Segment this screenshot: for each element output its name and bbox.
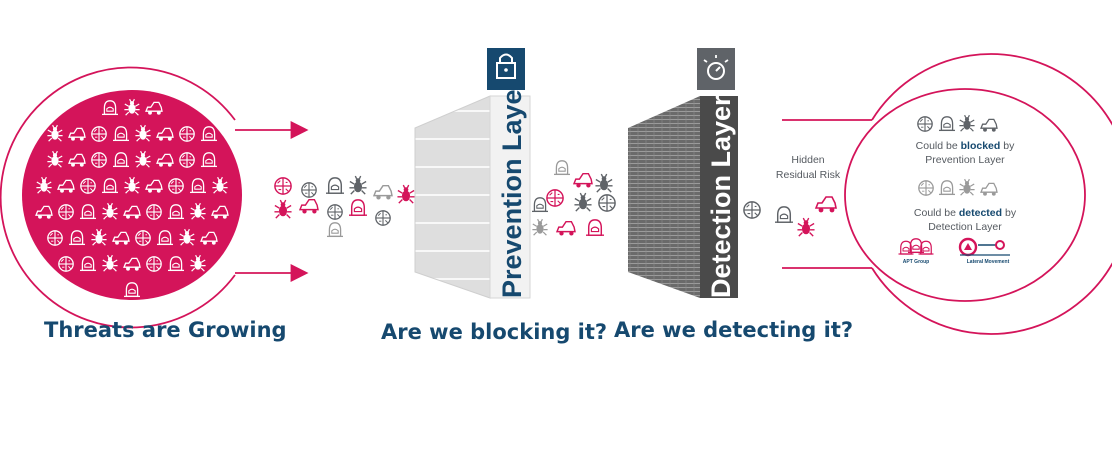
detected-text-line1: Could be detected by	[914, 207, 1017, 219]
malware-car-icon	[373, 184, 393, 201]
lateral-movement-icon: Lateral Movement	[958, 237, 1010, 265]
caption-blocking: Are we blocking it?	[381, 320, 608, 344]
outer-arc-left	[0, 66, 236, 329]
exploit-kit-icon	[918, 180, 934, 196]
detection-wall-side	[700, 96, 738, 298]
exploit-kit-icon	[58, 204, 74, 220]
hacker-icon	[326, 222, 344, 238]
prevention-layer-label: Prevention Layer	[497, 78, 527, 298]
passed-threats	[531, 160, 616, 237]
malware-car-icon	[299, 198, 319, 215]
bug-icon	[573, 192, 593, 212]
caption-detecting: Are we detecting it?	[614, 318, 854, 342]
hacker-icon	[348, 199, 368, 216]
blocked-text-line2: Prevention Layer	[925, 154, 1005, 166]
exploit-kit-icon	[91, 126, 107, 142]
prevention-layer: Prevention Layer	[414, 48, 531, 299]
hacker-icon	[585, 219, 605, 236]
outcome-panel: Could be blocked by Prevention Layer Cou…	[782, 53, 1112, 335]
exploit-kit-icon	[375, 210, 391, 226]
hacker-icon	[531, 197, 549, 213]
exploit-kit-icon	[91, 152, 107, 168]
alarm-icon	[697, 48, 735, 90]
hacker-icon	[774, 206, 794, 223]
exploit-kit-icon	[917, 116, 933, 132]
exploit-kit-icon	[743, 201, 761, 219]
apt-group-label: APT Group	[903, 259, 929, 265]
bug-icon	[796, 217, 816, 237]
exploit-kit-icon	[146, 256, 162, 272]
prevention-wall-face	[414, 95, 491, 299]
bug-icon	[594, 173, 614, 193]
detection-layer: Detection Layer	[628, 48, 738, 298]
hacker-icon	[325, 177, 345, 194]
residual-threats	[743, 196, 837, 237]
lateral-movement-label: Lateral Movement	[967, 259, 1010, 265]
residual-line1: Hidden	[791, 154, 824, 166]
bug-icon	[531, 218, 549, 236]
detection-layer-label: Detection Layer	[706, 95, 736, 298]
detected-text-line2: Detection Layer	[928, 221, 1002, 233]
detection-wall-face	[628, 96, 700, 298]
threat-pool	[0, 66, 309, 329]
malware-car-icon	[556, 220, 576, 237]
exploit-kit-icon	[168, 178, 184, 194]
caption-threats: Threats are Growing	[44, 318, 287, 342]
exploit-kit-icon	[58, 256, 74, 272]
outer-arc-right	[871, 53, 1112, 335]
exploit-kit-icon	[274, 177, 292, 195]
bug-icon	[396, 184, 416, 204]
exploit-kit-icon	[146, 204, 162, 220]
blocked-text-line1: Could be blocked by	[916, 140, 1015, 152]
exploit-kit-icon	[598, 194, 616, 212]
residual-line2: Residual Risk	[776, 169, 841, 181]
exploit-kit-icon	[179, 152, 195, 168]
hacker-icon	[553, 160, 571, 176]
exploit-kit-icon	[546, 189, 564, 207]
exploit-kit-icon	[301, 182, 317, 198]
prevention-wall-side	[489, 95, 531, 299]
exploit-kit-icon	[80, 178, 96, 194]
bug-icon	[348, 175, 368, 195]
malware-car-icon	[815, 196, 837, 214]
exploit-kit-icon	[135, 230, 151, 246]
threat-circle	[22, 90, 242, 300]
malware-car-icon	[573, 172, 593, 189]
outcome-circle	[844, 88, 1086, 302]
incoming-threats	[273, 175, 416, 238]
exploit-kit-icon	[179, 126, 195, 142]
bug-icon	[273, 199, 293, 219]
exploit-kit-icon	[327, 204, 343, 220]
lock-icon	[487, 48, 525, 90]
apt-group-icon: APT Group	[897, 238, 935, 265]
exploit-kit-icon	[47, 230, 63, 246]
